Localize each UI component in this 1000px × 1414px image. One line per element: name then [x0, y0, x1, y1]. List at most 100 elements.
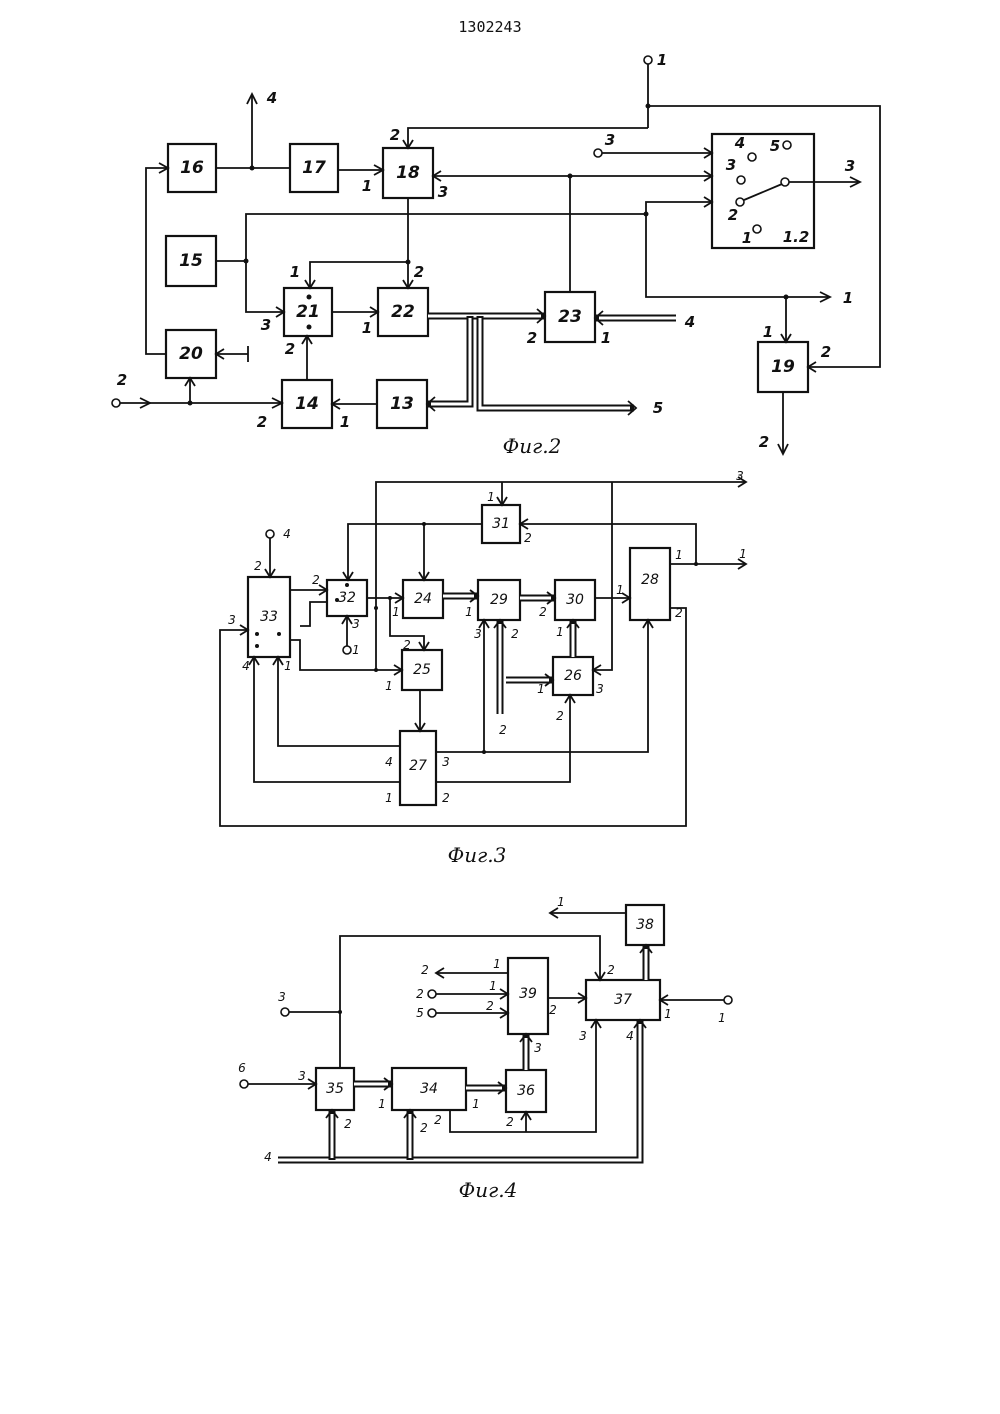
svg-text:3: 3 — [438, 183, 448, 201]
svg-text:6: 6 — [238, 1061, 246, 1075]
svg-text:2: 2 — [344, 1117, 352, 1131]
svg-text:5: 5 — [416, 1006, 424, 1020]
svg-text:2: 2 — [312, 573, 320, 587]
svg-text:35: 35 — [326, 1081, 344, 1097]
block-36: 36 — [506, 1070, 546, 1112]
svg-text:2: 2 — [499, 723, 507, 737]
svg-text:2: 2 — [539, 605, 547, 619]
svg-text:2: 2 — [486, 999, 494, 1013]
svg-text:2: 2 — [728, 206, 738, 224]
svg-text:2: 2 — [759, 433, 769, 451]
block-31: 31 — [482, 505, 520, 543]
svg-text:2: 2 — [420, 1121, 428, 1135]
svg-text:1: 1 — [493, 957, 501, 971]
fig2-port-labels: 4 1 2 3 3 1 3 1 2 3 1 2 2 1 4 1 1 2 2 2 … — [117, 51, 855, 451]
svg-text:2: 2 — [285, 340, 295, 358]
svg-text:3: 3 — [352, 617, 360, 631]
figure-4: 38 39 37 35 34 36 — [238, 895, 732, 1202]
svg-text:17: 17 — [302, 158, 326, 178]
svg-text:4: 4 — [266, 89, 277, 107]
block-33: 33 — [248, 577, 290, 657]
svg-text:1: 1 — [739, 547, 747, 561]
svg-text:3: 3 — [298, 1069, 306, 1083]
figure-4-caption: Фиг.4 — [459, 1178, 518, 1202]
switch-block: 1.2 4 5 3 2 1 — [712, 134, 814, 248]
svg-text:4: 4 — [242, 659, 250, 673]
svg-text:4: 4 — [626, 1029, 634, 1043]
block-15: 15 — [166, 236, 216, 286]
svg-text:38: 38 — [636, 917, 654, 933]
figure-2: 16 17 18 15 21 22 23 20 14 13 19 1.2 4 5… — [112, 51, 880, 458]
svg-text:1: 1 — [675, 548, 683, 562]
svg-text:3: 3 — [278, 990, 286, 1004]
block-34: 34 — [392, 1068, 466, 1110]
svg-text:2: 2 — [434, 1113, 442, 1127]
svg-text:25: 25 — [413, 662, 431, 678]
block-35: 35 — [316, 1068, 354, 1110]
svg-text:1: 1 — [290, 263, 300, 281]
svg-text:1: 1 — [392, 605, 400, 619]
block-22: 22 — [378, 288, 428, 336]
svg-text:2: 2 — [506, 1115, 514, 1129]
svg-text:5: 5 — [653, 399, 663, 417]
block-19: 19 — [758, 342, 808, 392]
svg-text:4: 4 — [734, 134, 745, 152]
svg-text:33: 33 — [260, 609, 278, 625]
svg-text:1: 1 — [378, 1097, 386, 1111]
svg-text:2: 2 — [524, 531, 532, 545]
fig2-wiring — [112, 56, 880, 454]
block-32: 32 — [327, 580, 367, 616]
svg-text:14: 14 — [295, 394, 319, 414]
svg-text:29: 29 — [490, 592, 508, 608]
svg-text:28: 28 — [641, 572, 659, 588]
svg-text:2: 2 — [511, 627, 519, 641]
svg-text:21: 21 — [296, 302, 320, 322]
svg-text:1: 1 — [763, 323, 773, 341]
svg-text:1: 1 — [362, 177, 372, 195]
svg-text:1: 1 — [616, 583, 624, 597]
svg-text:34: 34 — [420, 1081, 438, 1097]
block-39: 39 — [508, 958, 548, 1034]
svg-text:27: 27 — [409, 758, 427, 774]
block-23: 23 — [545, 292, 595, 342]
svg-text:2: 2 — [527, 329, 537, 347]
svg-text:2: 2 — [821, 343, 831, 361]
svg-text:1: 1 — [843, 289, 853, 307]
svg-text:13: 13 — [390, 394, 414, 414]
svg-text:2: 2 — [442, 791, 450, 805]
svg-text:20: 20 — [179, 344, 203, 364]
svg-text:39: 39 — [519, 986, 537, 1002]
svg-text:31: 31 — [492, 516, 510, 532]
svg-text:4: 4 — [385, 755, 393, 769]
svg-text:3: 3 — [474, 627, 482, 641]
svg-text:32: 32 — [338, 590, 356, 606]
svg-text:1: 1 — [487, 490, 495, 504]
svg-text:23: 23 — [558, 307, 582, 327]
block-24: 24 — [403, 580, 443, 618]
block-28: 28 — [630, 548, 670, 620]
svg-text:36: 36 — [517, 1083, 535, 1099]
svg-text:19: 19 — [771, 357, 795, 377]
svg-text:1: 1 — [352, 643, 360, 657]
block-18: 18 — [383, 148, 433, 198]
svg-text:1: 1 — [472, 1097, 480, 1111]
svg-text:1: 1 — [284, 659, 292, 673]
svg-text:3: 3 — [596, 682, 604, 696]
svg-text:2: 2 — [675, 606, 683, 620]
svg-text:30: 30 — [566, 592, 584, 608]
svg-text:3: 3 — [534, 1041, 542, 1055]
svg-text:2: 2 — [257, 413, 267, 431]
block-20: 20 — [166, 330, 216, 378]
svg-text:2: 2 — [549, 1003, 557, 1017]
svg-text:1: 1 — [465, 605, 473, 619]
figure-2-caption: Фиг.2 — [503, 434, 562, 458]
block-21: 21 — [284, 288, 332, 336]
svg-text:3: 3 — [605, 131, 615, 149]
svg-text:3: 3 — [726, 156, 736, 174]
svg-text:1: 1 — [556, 625, 564, 639]
block-29: 29 — [478, 580, 520, 620]
block-14: 14 — [282, 380, 332, 428]
svg-text:1: 1 — [385, 679, 393, 693]
svg-text:3: 3 — [228, 613, 236, 627]
block-17: 17 — [290, 144, 338, 192]
